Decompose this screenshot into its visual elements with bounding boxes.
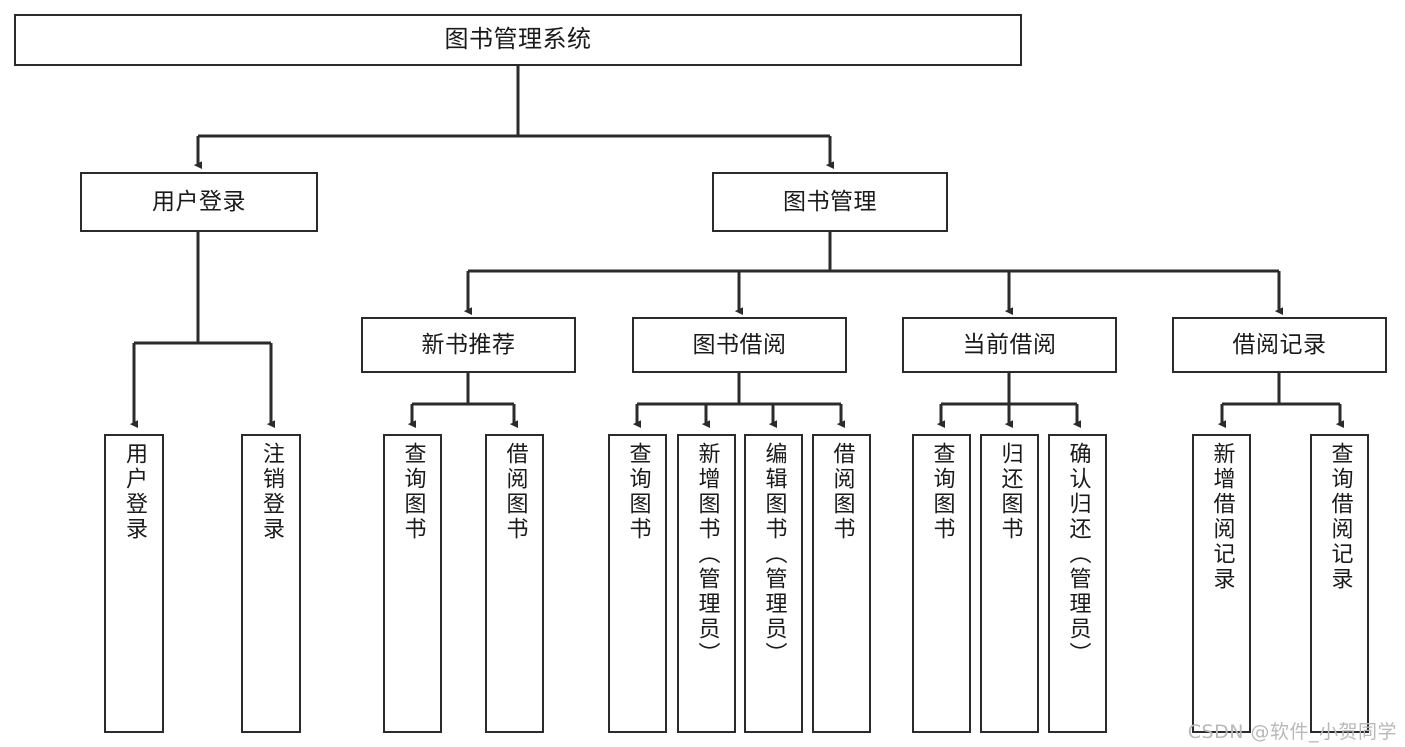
node-leaf-user-login[interactable]: 用户登录 (104, 434, 164, 733)
node-book-borrow-label: 图书借阅 (692, 331, 787, 358)
node-leaf-return-book-label: 归还图书 (997, 442, 1023, 542)
node-borrow-record-label: 借阅记录 (1232, 331, 1327, 358)
node-leaf-borrow-book-2-label: 借阅图书 (829, 442, 855, 542)
node-current-borrow[interactable]: 当前借阅 (902, 317, 1117, 373)
node-borrow-record[interactable]: 借阅记录 (1172, 317, 1387, 373)
node-new-book-recommend[interactable]: 新书推荐 (361, 317, 576, 373)
node-leaf-edit-book-label: 编辑图书（管理员） (761, 442, 787, 667)
node-leaf-return-book[interactable]: 归还图书 (980, 434, 1039, 733)
node-leaf-add-borrow-record[interactable]: 新增借阅记录 (1192, 434, 1251, 733)
node-leaf-borrow-book-1-label: 借阅图书 (502, 442, 528, 542)
node-new-book-recommend-label: 新书推荐 (421, 331, 516, 358)
node-leaf-logout-login[interactable]: 注销登录 (241, 434, 301, 733)
node-book-management-label: 图书管理 (783, 188, 877, 215)
node-leaf-query-book-3-label: 查询图书 (929, 442, 955, 542)
node-leaf-query-book-1[interactable]: 查询图书 (383, 434, 442, 733)
node-user-login[interactable]: 用户登录 (80, 172, 318, 232)
node-leaf-user-login-label: 用户登录 (122, 442, 147, 542)
node-leaf-borrow-book-1[interactable]: 借阅图书 (485, 434, 544, 733)
node-leaf-add-book-label: 新增图书（管理员） (694, 442, 720, 667)
node-leaf-add-book[interactable]: 新增图书（管理员） (677, 434, 736, 733)
node-leaf-query-book-2-label: 查询图书 (625, 442, 651, 542)
node-leaf-confirm-return[interactable]: 确认归还（管理员） (1048, 434, 1107, 733)
node-leaf-borrow-book-2[interactable]: 借阅图书 (812, 434, 871, 733)
node-book-borrow[interactable]: 图书借阅 (632, 317, 847, 373)
node-leaf-logout-login-label: 注销登录 (259, 442, 284, 542)
node-leaf-add-borrow-record-label: 新增借阅记录 (1209, 442, 1235, 592)
node-user-login-label: 用户登录 (152, 188, 246, 215)
node-leaf-edit-book[interactable]: 编辑图书（管理员） (744, 434, 803, 733)
node-leaf-query-book-2[interactable]: 查询图书 (608, 434, 667, 733)
node-root-label: 图书管理系统 (444, 25, 592, 54)
node-current-borrow-label: 当前借阅 (962, 331, 1057, 358)
node-leaf-query-borrow-record[interactable]: 查询借阅记录 (1310, 434, 1369, 733)
node-leaf-query-book-1-label: 查询图书 (400, 442, 426, 542)
node-leaf-confirm-return-label: 确认归还（管理员） (1065, 442, 1091, 667)
node-book-management[interactable]: 图书管理 (712, 172, 948, 232)
node-root-book-management-system[interactable]: 图书管理系统 (14, 14, 1022, 66)
node-leaf-query-borrow-record-label: 查询借阅记录 (1327, 442, 1353, 592)
node-leaf-query-book-3[interactable]: 查询图书 (912, 434, 971, 733)
